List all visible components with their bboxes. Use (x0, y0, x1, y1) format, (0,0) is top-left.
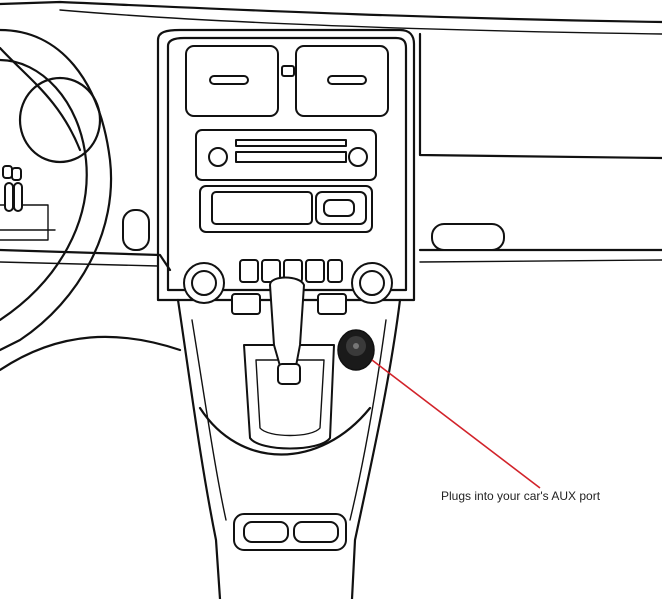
air-vents (185, 45, 389, 117)
left-switch-cluster (2, 165, 23, 212)
dashboard-top-inner-edge (59, 9, 662, 35)
aux-callout-label: Plugs into your car's AUX port (441, 489, 601, 503)
callout-leader-line (371, 359, 541, 489)
center-console (156, 28, 416, 601)
cup-holders (233, 513, 347, 551)
left-dash-lower-contour-2 (0, 261, 159, 267)
device-led (353, 343, 359, 349)
dashboard-top-edge (0, 0, 662, 24)
steering-wheel (0, 28, 113, 352)
left-dash-lower-contour (0, 248, 182, 372)
climate-controls (183, 259, 393, 315)
gear-shifter (243, 276, 335, 450)
right-dash-panel (418, 32, 662, 160)
left-air-control (122, 209, 150, 251)
right-dash-lower-line-2 (419, 259, 662, 263)
glovebox-handle (431, 223, 505, 251)
radio-head-unit (195, 129, 377, 233)
aux-bluetooth-receiver (337, 329, 375, 371)
